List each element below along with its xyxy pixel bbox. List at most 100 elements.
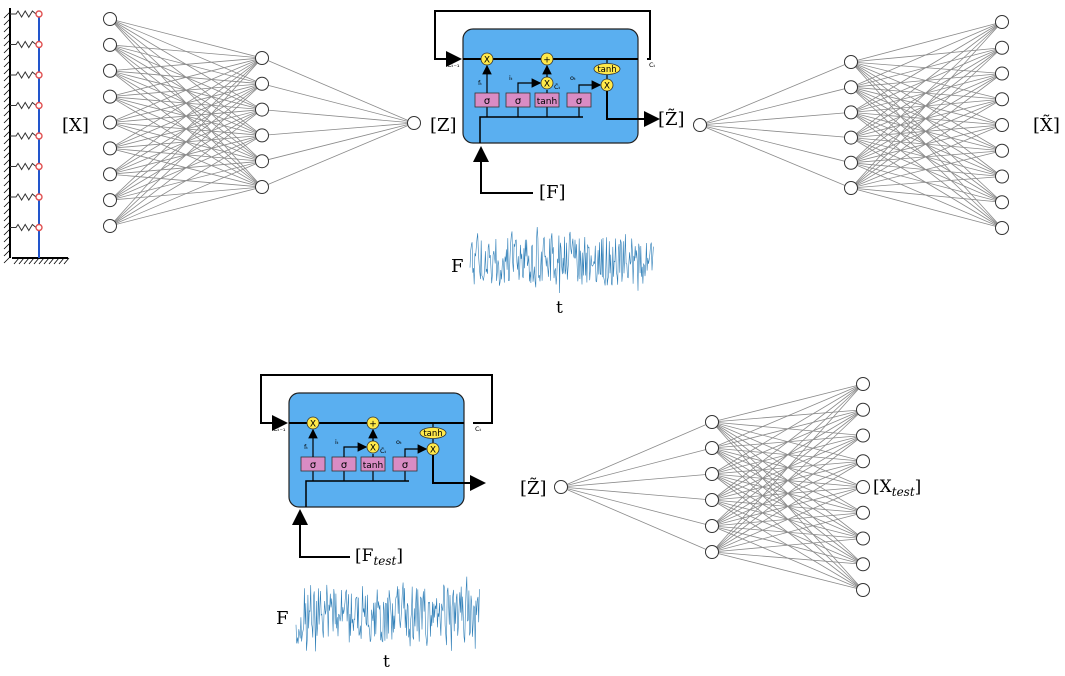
c-tilde-label: C̃ₜ: [380, 447, 387, 455]
connection-line: [109, 57, 263, 149]
neuron-node: [844, 130, 858, 145]
neuron-node: [103, 89, 117, 104]
connection-line: [109, 186, 263, 227]
c-t-label: Cₜ: [649, 61, 656, 69]
neuron-node: [255, 180, 269, 194]
connection-line: [560, 473, 713, 488]
shear-building-structure-icon: [3, 8, 70, 265]
output-multiply-op-label: X: [604, 82, 610, 92]
connection-line: [850, 187, 1003, 229]
wall-hatch: [3, 95, 11, 103]
neuron-node: [407, 116, 421, 130]
neuron-node: [255, 51, 269, 65]
signal-line: [469, 226, 654, 294]
wall-hatch: [3, 193, 11, 201]
spring-icon: [10, 223, 37, 232]
neuron-node: [856, 583, 870, 597]
connection-line: [711, 512, 864, 553]
wall-hatch: [3, 53, 11, 61]
connection-line: [109, 57, 263, 175]
decoder-network: [693, 15, 1009, 235]
mass-node: [35, 223, 43, 232]
hidden-output-arrow: [606, 91, 660, 127]
wall-hatch: [3, 235, 11, 243]
connection-line: [850, 21, 1003, 164]
neuron-node: [856, 480, 870, 494]
connection-line: [699, 124, 852, 138]
connection-line: [261, 122, 415, 188]
signal-y-label: F: [451, 256, 464, 277]
connection-line: [850, 124, 1003, 189]
connection-line: [560, 486, 713, 501]
f-input-arrow: [473, 146, 533, 194]
neuron-node: [856, 557, 870, 572]
neuron-node: [995, 40, 1009, 55]
connection-line: [109, 57, 263, 72]
wall-hatch: [3, 18, 11, 26]
neuron-node: [705, 493, 719, 507]
c-prev-label: Cₜ₋₁: [447, 61, 460, 69]
connection-line: [699, 61, 852, 126]
ground-hatch: [58, 257, 65, 265]
mass-node: [35, 10, 43, 18]
ground-hatch: [48, 257, 55, 265]
gate-label: tanh: [537, 97, 557, 107]
o-t-label: oₜ: [396, 438, 402, 446]
c-tilde-label: C̃ₜ: [554, 83, 561, 91]
output-gate-arrow: [578, 80, 602, 93]
connection-line: [711, 409, 864, 553]
hidden-output-arrow: [432, 455, 486, 491]
neuron-node: [995, 195, 1009, 210]
ground-hatch: [23, 257, 30, 265]
input-gate-arrow: [517, 78, 542, 93]
connection-line: [560, 421, 713, 488]
neuron-node: [255, 128, 269, 143]
connection-line: [850, 187, 1003, 203]
wall-hatch: [3, 172, 11, 180]
connection-line: [850, 21, 1003, 88]
neuron-node: [103, 219, 117, 233]
connection-line: [261, 57, 415, 124]
connection-line: [109, 160, 263, 227]
neuron-node: [844, 55, 858, 69]
recurrent-loop-arrow: [260, 374, 493, 431]
label-z: [Z]: [430, 115, 457, 136]
c-prev-label: Cₜ₋₁: [273, 425, 286, 433]
ground-hatch: [38, 257, 45, 265]
spring-icon: [10, 71, 37, 79]
input-multiply-op-label: X: [370, 444, 376, 454]
mass-node: [35, 71, 43, 79]
connection-line: [560, 447, 713, 488]
wall-hatch: [3, 151, 11, 159]
wall-hatch: [3, 123, 11, 131]
wall-hatch: [3, 214, 11, 222]
input-line: [305, 480, 409, 507]
forget-multiply-op: [480, 52, 494, 66]
mass-node: [35, 132, 43, 140]
connection-line: [699, 112, 852, 126]
force-signal-test: Ft: [276, 576, 480, 672]
connection-line: [560, 486, 713, 527]
i-t-label: iₜ: [509, 74, 513, 82]
ground-hatch: [53, 257, 60, 265]
label-x-test: [Xtest]: [873, 477, 921, 499]
recurrent-loop-arrow: [434, 10, 651, 67]
label-z-tilde-bottom: [Z̃]: [520, 477, 547, 499]
wall-hatch: [3, 60, 11, 68]
wall-hatch: [3, 11, 11, 19]
tanh-output-label: tanh: [423, 429, 442, 439]
wall-hatch: [3, 74, 11, 82]
neuron-node: [995, 169, 1009, 184]
gate-label: σ: [310, 460, 317, 471]
wall-hatch: [3, 67, 11, 75]
ground-hatch: [43, 257, 50, 265]
neuron-node: [705, 519, 719, 533]
neuron-node: [554, 480, 568, 494]
connection-line: [560, 486, 713, 553]
connection-line: [711, 383, 864, 527]
label-x: [X]: [62, 115, 89, 136]
neuron-node: [995, 15, 1009, 29]
neuron-node: [995, 143, 1009, 158]
spring-icon: [10, 101, 37, 110]
